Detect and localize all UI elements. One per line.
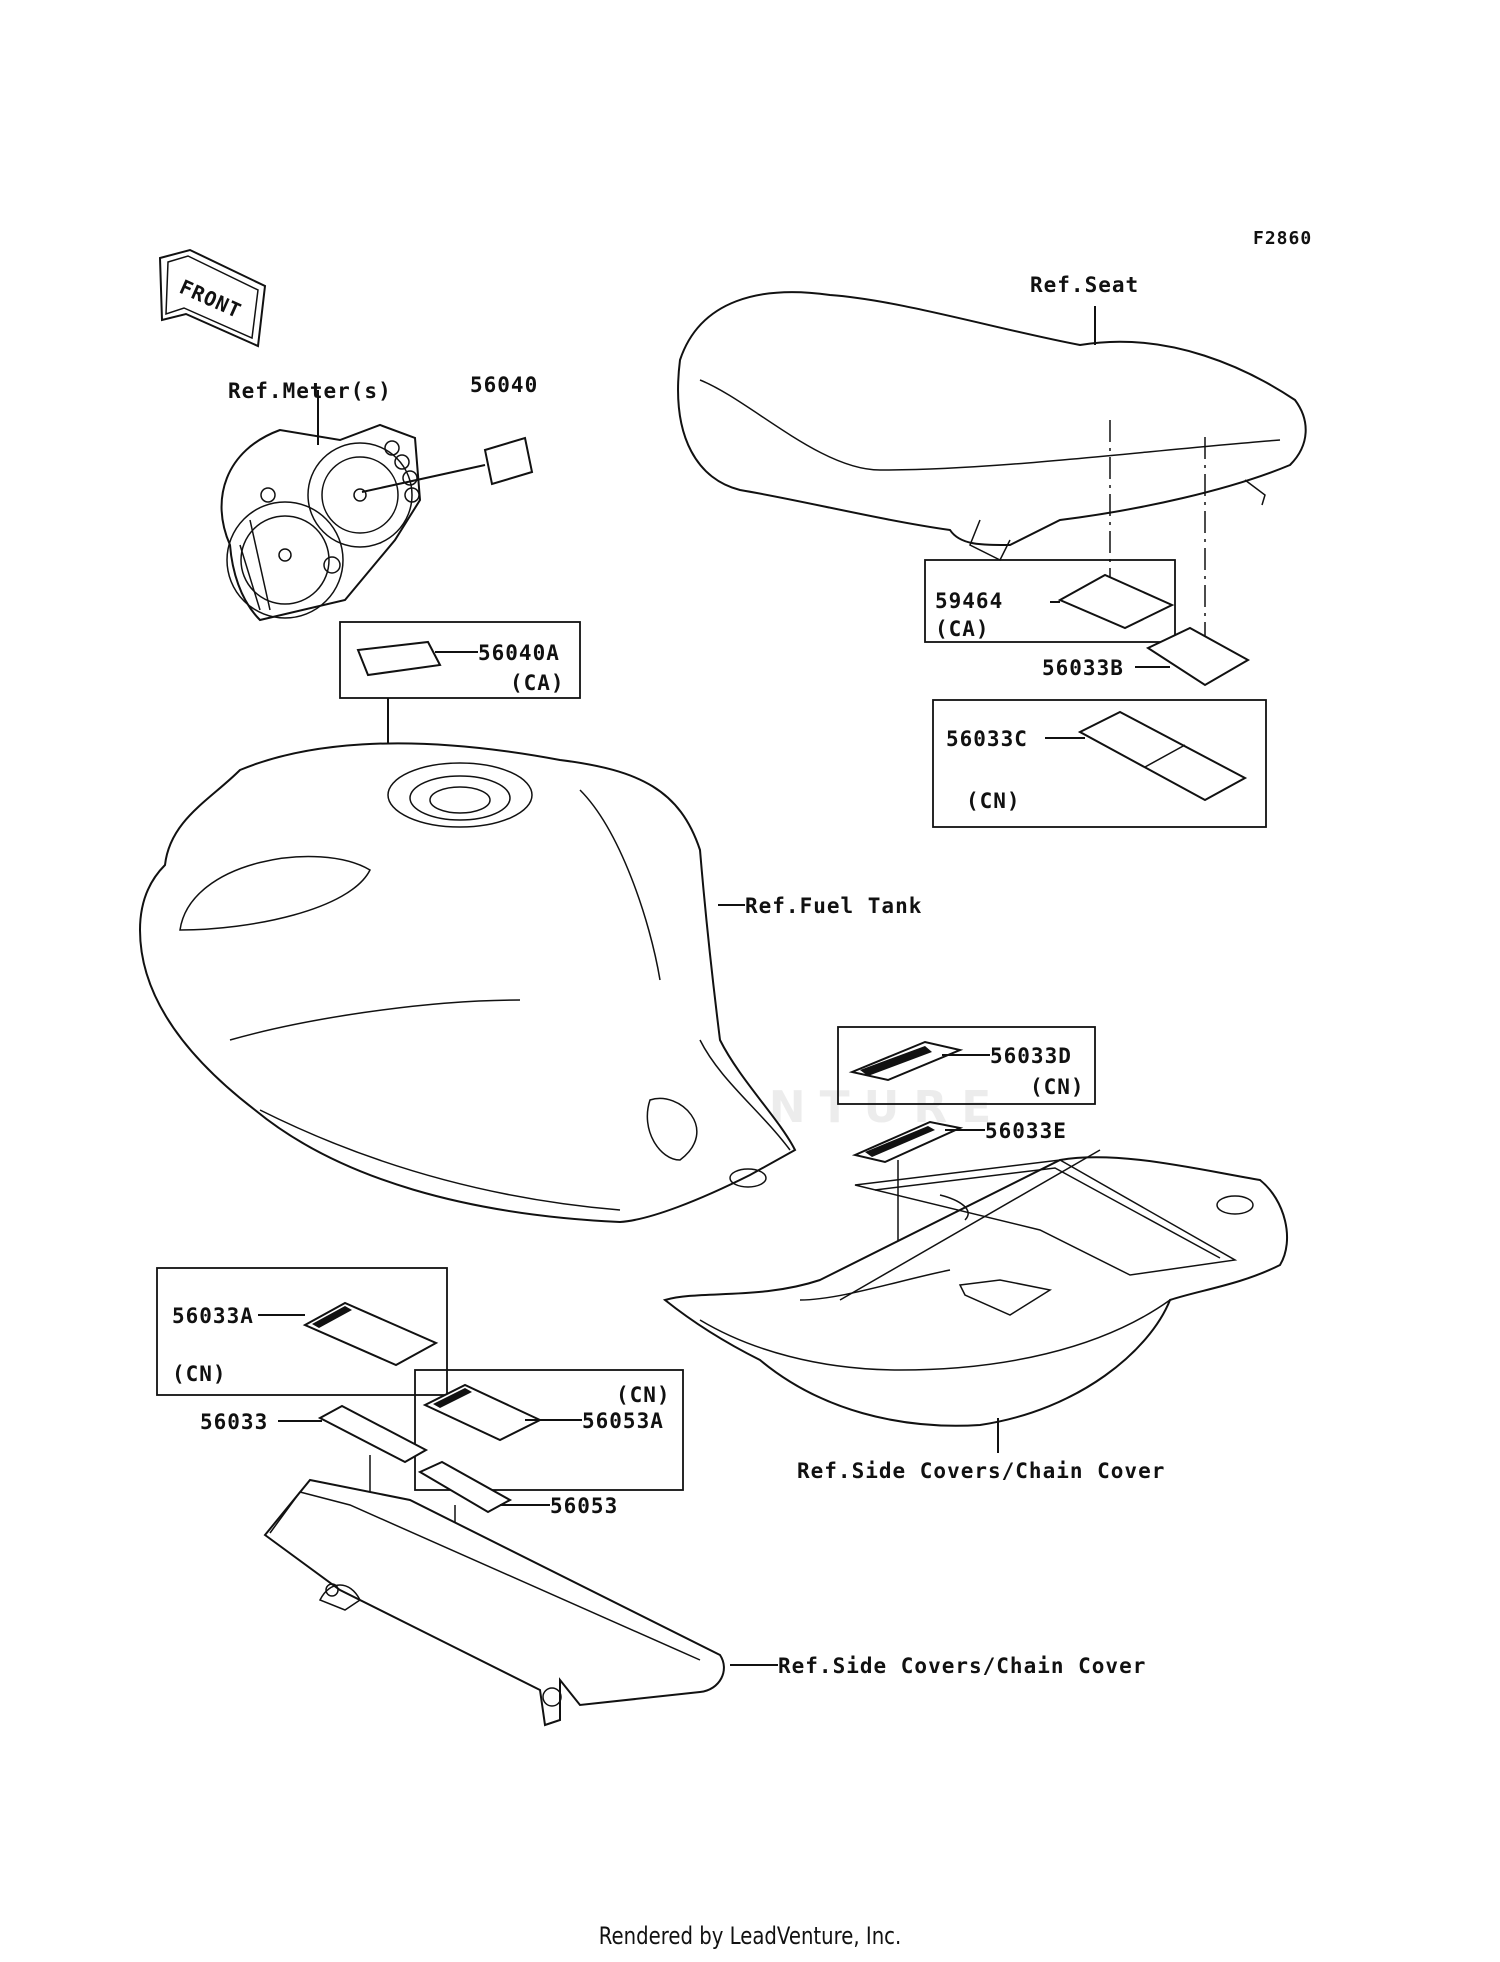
decal-56040A <box>356 640 442 677</box>
decal-56033C <box>1077 710 1248 802</box>
decal-56033B <box>1145 626 1251 687</box>
part-56033B: 56033B <box>1042 656 1124 680</box>
decal-59464 <box>1057 573 1175 630</box>
front-arrow-icon: FRONT <box>158 248 267 348</box>
decal-56033A <box>302 1301 439 1367</box>
label-ref-fuel-tank: Ref.Fuel Tank <box>745 894 922 918</box>
part-56040: 56040 <box>470 373 538 397</box>
meter-cluster-illustration <box>220 423 422 622</box>
part-59464-note: (CA) <box>935 617 990 641</box>
diagram-code: F2860 <box>1253 228 1312 249</box>
seat-illustration <box>677 291 1307 562</box>
part-56033E: 56033E <box>985 1119 1067 1143</box>
part-56040A-note: (CA) <box>510 671 565 695</box>
part-56033C: 56033C <box>946 727 1028 751</box>
decal-56053A <box>422 1383 543 1442</box>
label-ref-meters: Ref.Meter(s) <box>228 379 392 403</box>
side-covers-illustration <box>662 1149 1288 1427</box>
part-56053A: 56053A <box>582 1409 664 1433</box>
footer-credit: Rendered by LeadVenture, Inc. <box>598 1922 902 1950</box>
part-56033D-note: (CN) <box>1030 1075 1085 1099</box>
label-ref-side-covers-2: Ref.Side Covers/Chain Cover <box>778 1654 1146 1678</box>
part-56033D: 56033D <box>990 1044 1072 1068</box>
part-59464: 59464 <box>935 589 1003 613</box>
part-56040A: 56040A <box>478 641 560 665</box>
decal-56040 <box>483 436 534 486</box>
chain-cover-illustration <box>263 1478 725 1727</box>
label-ref-side-covers-1: Ref.Side Covers/Chain Cover <box>797 1459 1165 1483</box>
part-56033: 56033 <box>200 1410 268 1434</box>
label-ref-seat: Ref.Seat <box>1030 273 1139 297</box>
part-56033C-note: (CN) <box>966 789 1021 813</box>
part-56033A: 56033A <box>172 1304 254 1328</box>
fuel-tank-illustration <box>138 742 797 1224</box>
part-56033A-note: (CN) <box>172 1362 227 1386</box>
part-56053: 56053 <box>550 1494 618 1518</box>
decal-56053 <box>417 1460 513 1514</box>
decal-56033 <box>317 1404 429 1464</box>
part-56053A-note: (CN) <box>616 1383 671 1407</box>
